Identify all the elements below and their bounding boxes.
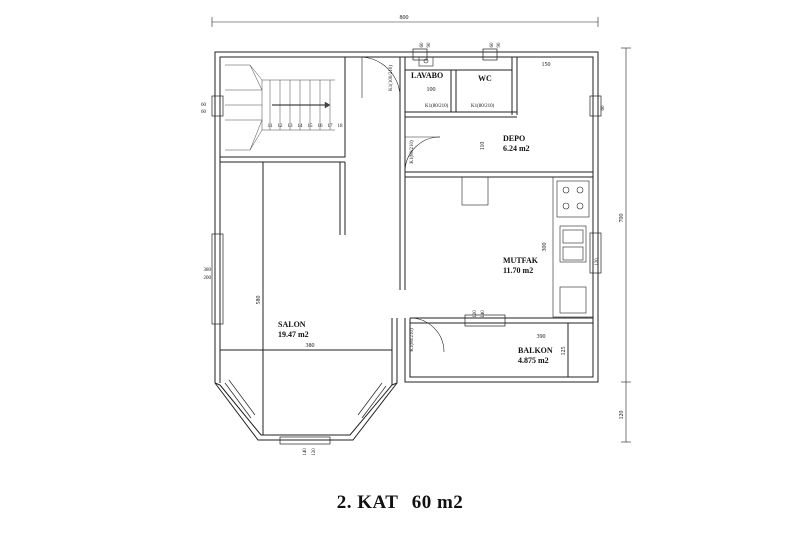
dim-win-left2-b: 200 — [204, 276, 212, 281]
dimension-lines — [211, 17, 631, 443]
floor-label: 2. KAT — [336, 492, 399, 513]
dim-balcony-door-a: 120 — [473, 310, 478, 318]
step-label: 17 — [328, 124, 334, 129]
dim-lavabo: 100 — [427, 87, 436, 93]
dim-bottom-offset: 120 — [619, 411, 625, 420]
dim-balkon-depth: 125 — [561, 347, 567, 356]
dim-win-right-a: 60 — [601, 105, 606, 111]
windows — [211, 48, 602, 445]
room-balkon-area: 4.875 m2 — [518, 356, 549, 365]
floor-area: 60 m2 — [411, 492, 464, 513]
step-label: 11 — [268, 124, 273, 129]
dim-win-bottom-a: 140 — [303, 448, 308, 456]
fridge — [559, 286, 587, 314]
door-label-5: K1(80/210) — [410, 328, 415, 352]
room-salon-name: SALON — [278, 320, 306, 329]
interior-walls — [219, 56, 593, 435]
plan-title: 2. KAT 60 m2 — [0, 492, 800, 514]
room-labels: LAVABO WC DEPO 6.24 m2 MUTFAK 11.70 m2 S… — [278, 71, 553, 365]
fixtures — [418, 56, 594, 318]
door-label-1: K1(100/210) — [389, 65, 394, 91]
step-label: 16 — [318, 124, 324, 129]
room-mutfak-area: 11.70 m2 — [503, 266, 533, 275]
dim-salon-height: 580 — [256, 296, 262, 305]
door-label-3: K1(80/210) — [471, 104, 495, 109]
dim-balcony-door-b: 140 — [481, 310, 486, 318]
room-depo-area: 6.24 m2 — [503, 144, 530, 153]
dim-wc-right: 150 — [542, 62, 551, 68]
dim-salon-width: 380 — [306, 343, 315, 349]
dim-win-top-a: 60 — [420, 42, 425, 48]
stair-step-numbers: 11 12 13 14 15 16 17 18 — [268, 124, 343, 129]
staircase — [225, 64, 335, 151]
dim-win-left-b: 60 — [201, 110, 207, 115]
dim-win-top2-a: 60 — [490, 42, 495, 48]
step-label: 12 — [278, 124, 284, 129]
dim-depo-height: 110 — [480, 142, 486, 151]
dim-win-bottom-b: 120 — [312, 448, 317, 456]
dim-kitchen-height: 300 — [542, 243, 548, 252]
dim-total-height: 700 — [619, 214, 625, 223]
interior-dimensions: 100 150 110 300 580 380 390 125 60 90 60… — [201, 42, 606, 456]
kitchen-table — [461, 176, 489, 206]
step-label: 13 — [288, 124, 294, 129]
stove — [556, 180, 590, 218]
room-wc-name: WC — [478, 74, 492, 83]
step-label: 18 — [338, 124, 344, 129]
dim-win-left-a: 60 — [201, 103, 207, 108]
dim-win-kitchen-a: 120 — [595, 258, 600, 266]
step-label: 15 — [308, 124, 314, 129]
room-depo-name: DEPO — [503, 134, 525, 143]
room-mutfak-name: MUTFAK — [503, 256, 539, 265]
dim-win-top2-b: 90 — [497, 42, 502, 48]
exterior-walls — [214, 51, 599, 441]
room-balkon-name: BALKON — [518, 346, 553, 355]
kitchen-sink — [559, 225, 587, 263]
room-salon-area: 19.47 m2 — [278, 330, 309, 339]
door-label-4: K1(80/210) — [410, 140, 415, 164]
dim-balkon-width: 390 — [537, 334, 546, 340]
dim-win-left2-a: 380 — [204, 268, 212, 273]
room-lavabo-name: LAVABO — [411, 71, 443, 80]
door-label-2: K1(80/210) — [425, 104, 449, 109]
doors — [361, 56, 445, 353]
dim-total-width: 800 — [400, 15, 409, 21]
dim-win-top-b: 90 — [427, 42, 432, 48]
step-label: 14 — [298, 124, 304, 129]
